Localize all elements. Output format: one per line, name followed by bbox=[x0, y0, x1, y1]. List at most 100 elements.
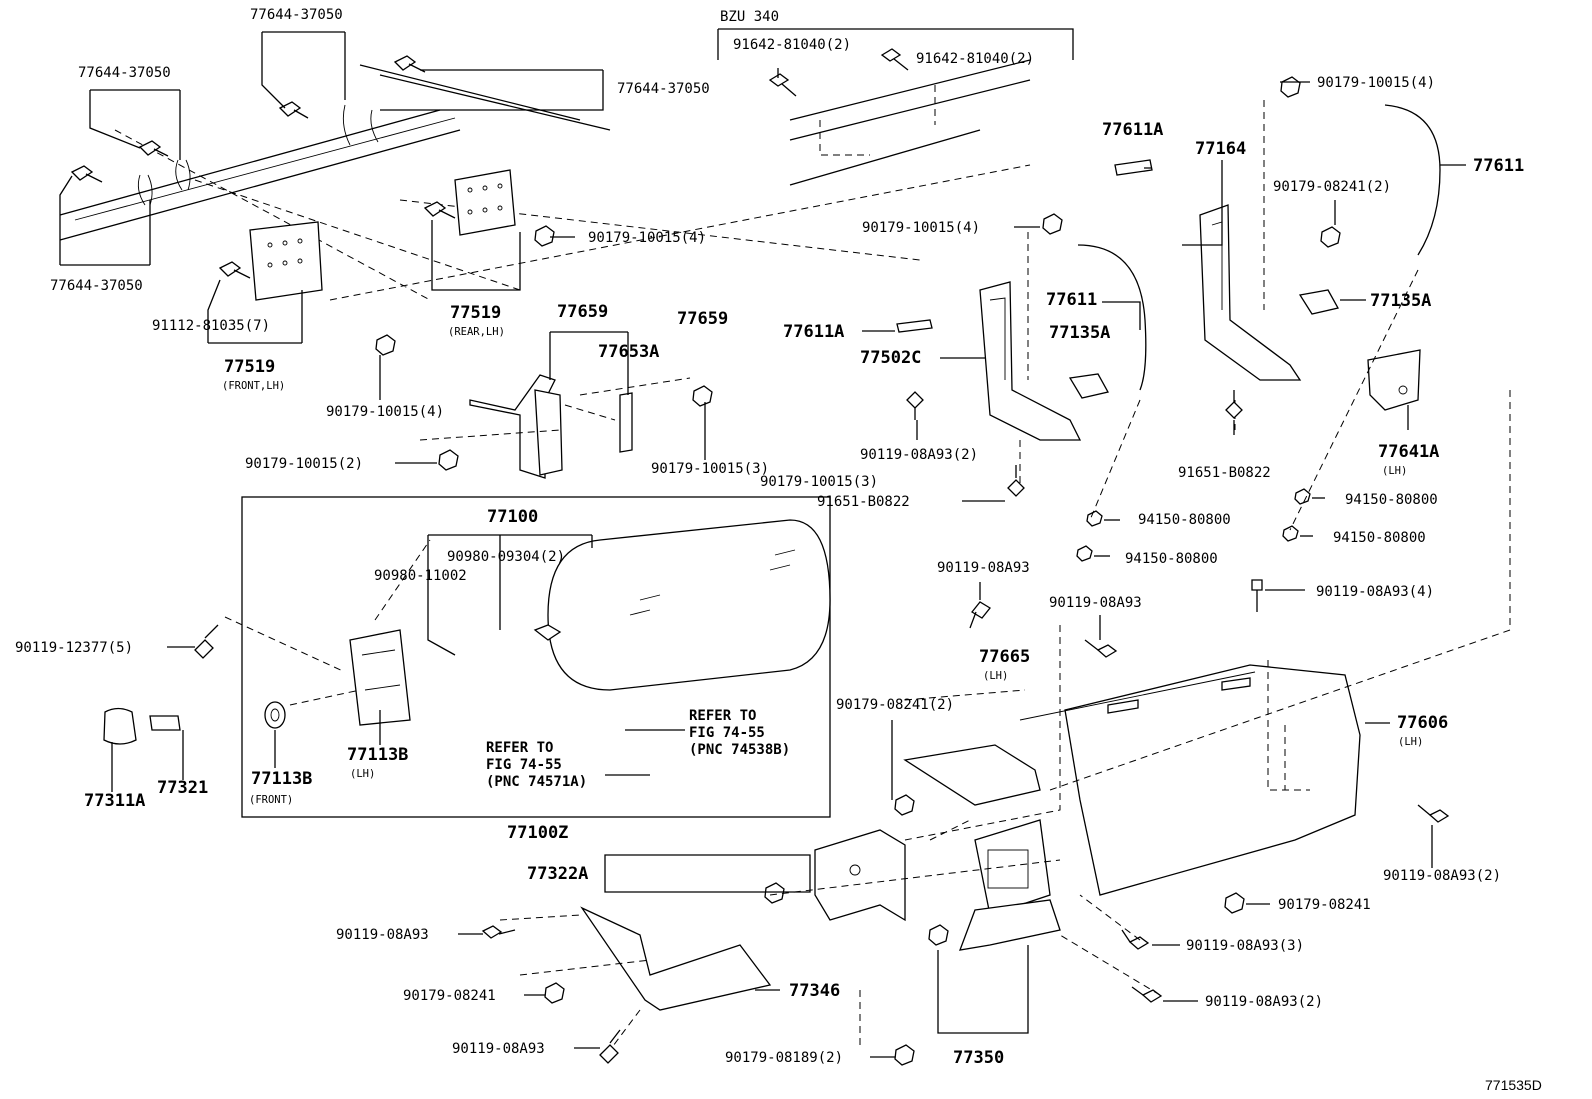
callout-77113b: 77113B bbox=[251, 769, 312, 789]
mounting-plate-rear bbox=[454, 169, 516, 236]
callout-90179-10015: 90179-10015(4) bbox=[588, 230, 706, 246]
callout-77606-note: (LH) bbox=[1398, 736, 1423, 748]
callout-77611: 77611 bbox=[1046, 290, 1097, 310]
callout-77644-37050: 77644-37050 bbox=[78, 65, 171, 81]
leader-lines bbox=[59, 28, 1466, 1058]
callout-90119-08a93: 90119-08A93(3) bbox=[1186, 938, 1304, 954]
bolt-icon-lower bbox=[194, 390, 1450, 1064]
bzu-frame-rail bbox=[768, 48, 1031, 186]
callout-77321: 77321 bbox=[157, 778, 208, 798]
callout-90119-08a93: 90119-08A93 bbox=[452, 1041, 545, 1057]
callout-77113b-note: (LH) bbox=[350, 768, 375, 780]
refer-note-line: FIG 74-55 bbox=[486, 757, 562, 773]
shield-77606 bbox=[1019, 660, 1361, 896]
callout-90179-10015: 90179-10015(3) bbox=[651, 461, 769, 477]
callout-77653a: 77653A bbox=[598, 342, 659, 362]
callout-77350: 77350 bbox=[953, 1048, 1004, 1068]
assembly-dash-lines bbox=[769, 390, 1511, 1050]
valve-bracket-77113b bbox=[224, 539, 431, 729]
callout-90119-12377: 90119-12377(5) bbox=[15, 640, 133, 656]
callout-77606: 77606 bbox=[1397, 713, 1448, 733]
callout-91642-81040: 91642-81040(2) bbox=[733, 37, 851, 53]
callout-91651-b0822: 91651-B0822 bbox=[1178, 465, 1271, 481]
callout-77322a: 77322A bbox=[527, 864, 588, 884]
callout-77135a: 77135A bbox=[1049, 323, 1110, 343]
assembly-box-77100z bbox=[241, 496, 831, 818]
callout-77644-37050: 77644-37050 bbox=[50, 278, 143, 294]
refer-note-line: (PNC 74571A) bbox=[486, 774, 587, 790]
callout-91651-b0822: 91651-B0822 bbox=[817, 494, 910, 510]
cover-77350 bbox=[958, 819, 1061, 951]
bolt-icon bbox=[70, 55, 456, 279]
cylinder-77100 bbox=[533, 519, 831, 691]
callout-77135a: 77135A bbox=[1370, 291, 1431, 311]
bracket-77322a bbox=[814, 829, 906, 922]
callout-90179-08241: 90179-08241(2) bbox=[1273, 179, 1391, 195]
bracket-77502c bbox=[896, 232, 1082, 490]
callout-77644-37050: 77644-37050 bbox=[617, 81, 710, 97]
diagram-code: 771535D bbox=[1485, 1077, 1542, 1093]
callout-94150-80800: 94150-80800 bbox=[1125, 551, 1218, 567]
bracket-77164 bbox=[1114, 100, 1302, 430]
mounting-plate-front bbox=[249, 221, 323, 301]
clamp-icon bbox=[137, 104, 379, 206]
callout-77665: 77665 bbox=[979, 647, 1030, 667]
callout-77100: 77100 bbox=[487, 507, 538, 527]
callout-labels: 77644-37050 77644-37050 77644-37050 7764… bbox=[15, 7, 1542, 1093]
callout-90119-08a93: 90119-08A93(2) bbox=[860, 447, 978, 463]
callout-77519-front-note: (FRONT,LH) bbox=[222, 380, 285, 392]
nut-icon bbox=[375, 76, 1341, 1066]
refer-note-line: (PNC 74538B) bbox=[689, 742, 790, 758]
bracket-77659 bbox=[419, 374, 691, 479]
callout-90179-10015: 90179-10015(3) bbox=[760, 474, 878, 490]
callout-90179-08241: 90179-08241 bbox=[1278, 897, 1371, 913]
callout-94150-80800: 94150-80800 bbox=[1345, 492, 1438, 508]
callout-94150-80800: 94150-80800 bbox=[1333, 530, 1426, 546]
callout-90179-08241: 90179-08241(2) bbox=[836, 697, 954, 713]
callout-90179-10015: 90179-10015(4) bbox=[326, 404, 444, 420]
cover-77665 bbox=[903, 744, 1041, 806]
callout-77311a: 77311A bbox=[84, 791, 145, 811]
callout-77611a: 77611A bbox=[1102, 120, 1163, 140]
callout-77519-rear-note: (REAR,LH) bbox=[448, 326, 505, 338]
cable-77611 bbox=[1077, 104, 1441, 531]
callout-94150-80800: 94150-80800 bbox=[1138, 512, 1231, 528]
callout-91112-81035: 91112-81035(7) bbox=[152, 318, 270, 334]
bracket-77346 bbox=[499, 906, 772, 1051]
callout-91642-81040: 91642-81040(2) bbox=[916, 51, 1034, 67]
callout-90119-08a93: 90119-08A93(4) bbox=[1316, 584, 1434, 600]
callout-77641a-note: (LH) bbox=[1382, 465, 1407, 477]
callout-77611: 77611 bbox=[1473, 156, 1524, 176]
cap-77311a bbox=[103, 707, 181, 745]
callout-77611a: 77611A bbox=[783, 322, 844, 342]
callout-90119-08a93: 90119-08A93 bbox=[1049, 595, 1142, 611]
callout-77665-note: (LH) bbox=[983, 670, 1008, 682]
callout-90179-08189: 90179-08189(2) bbox=[725, 1050, 843, 1066]
callout-77644-37050: 77644-37050 bbox=[250, 7, 343, 23]
callout-bzu-340: BZU 340 bbox=[720, 9, 779, 25]
callout-90119-08a93: 90119-08A93 bbox=[937, 560, 1030, 576]
refer-note-line: REFER TO bbox=[689, 708, 756, 724]
refer-note-line: FIG 74-55 bbox=[689, 725, 765, 741]
callout-77519-front: 77519 bbox=[224, 357, 275, 377]
refer-note-line: REFER TO bbox=[486, 740, 553, 756]
callout-77113b-note: (FRONT) bbox=[249, 794, 293, 806]
callout-90179-10015: 90179-10015(4) bbox=[1317, 75, 1435, 91]
callout-90119-08a93: 90119-08A93 bbox=[336, 927, 429, 943]
callout-77164: 77164 bbox=[1195, 139, 1246, 159]
callout-77659: 77659 bbox=[557, 302, 608, 322]
callout-90119-08a93: 90119-08A93(2) bbox=[1205, 994, 1323, 1010]
callout-77502c: 77502C bbox=[860, 348, 921, 368]
callout-77113b: 77113B bbox=[347, 745, 408, 765]
pad-77135a bbox=[1068, 289, 1339, 399]
callout-77641a: 77641A bbox=[1378, 442, 1439, 462]
callout-90179-10015: 90179-10015(2) bbox=[245, 456, 363, 472]
callout-90119-08a93: 90119-08A93(2) bbox=[1383, 868, 1501, 884]
frame-rail bbox=[59, 64, 1031, 301]
bracket-77641a bbox=[1367, 349, 1421, 411]
callout-90980-11002: 90980-11002 bbox=[374, 568, 467, 584]
callout-90179-08241: 90179-08241 bbox=[403, 988, 496, 1004]
callout-90980-09304: 90980-09304(2) bbox=[447, 549, 565, 565]
callout-77100z: 77100Z bbox=[507, 823, 568, 843]
